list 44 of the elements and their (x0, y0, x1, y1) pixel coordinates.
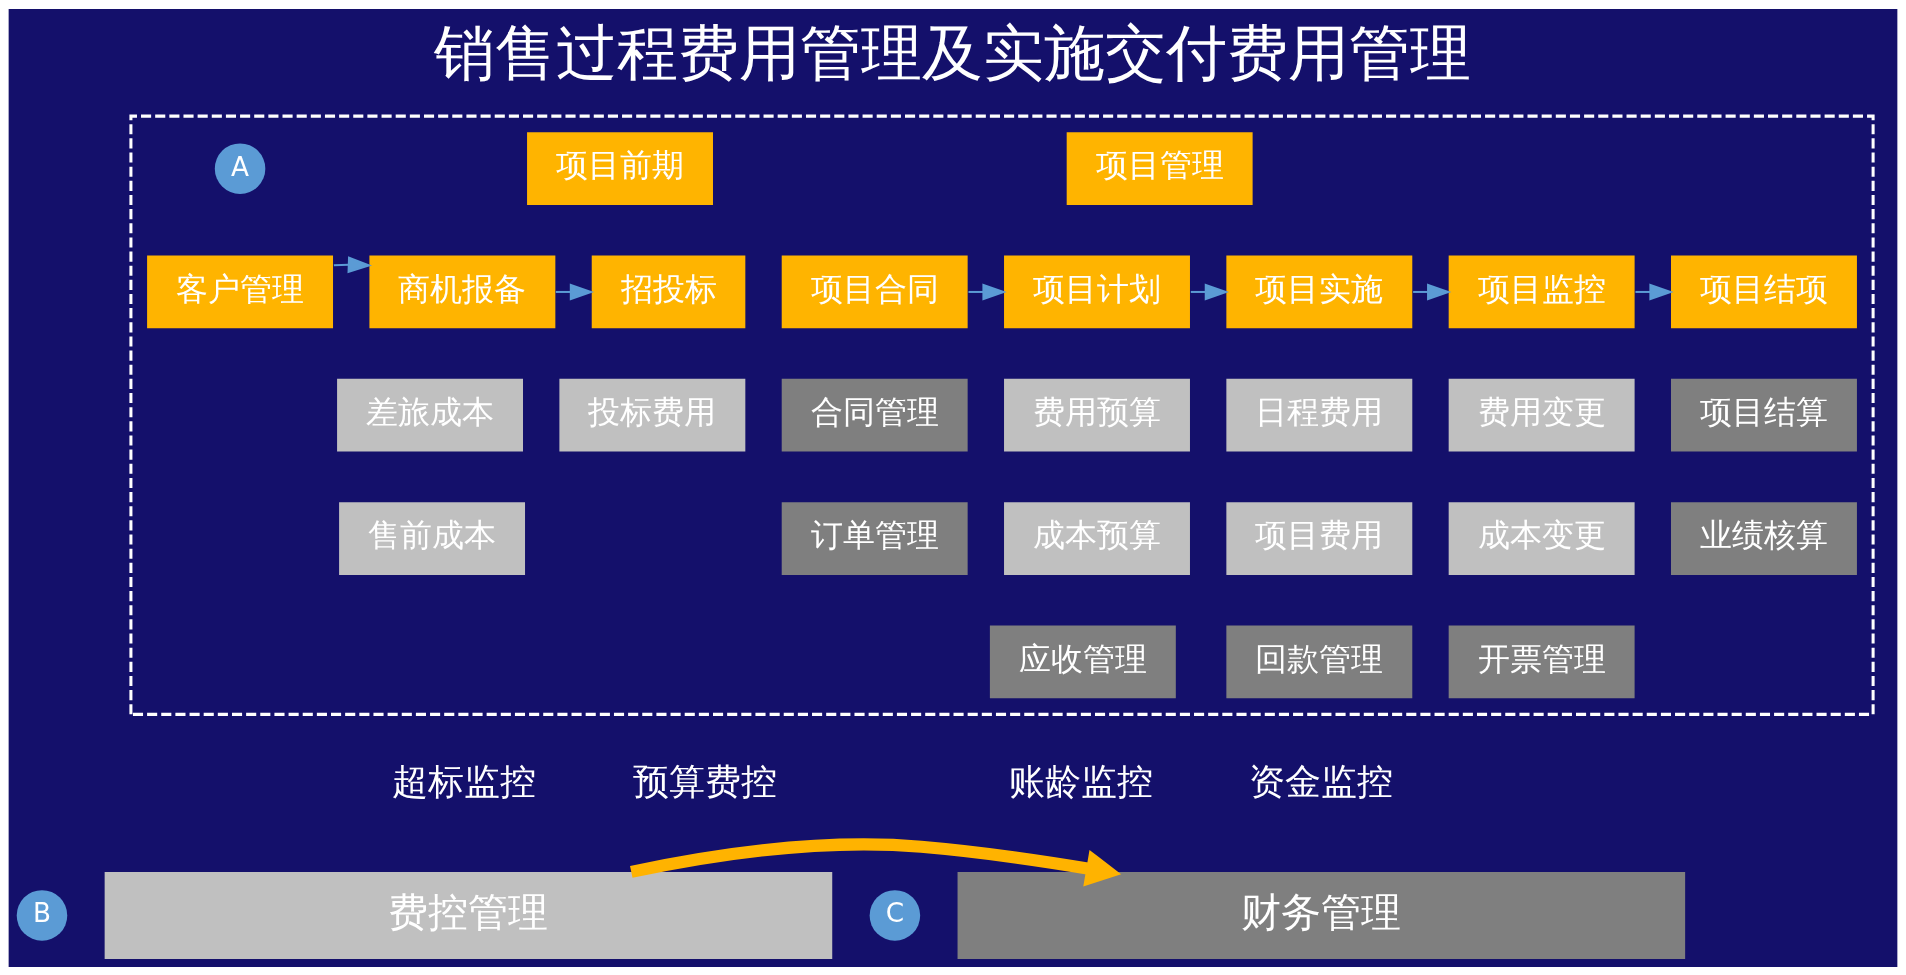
node-box: 投标费用 (559, 378, 746, 452)
arrow (968, 282, 1007, 300)
node-circle: C (869, 889, 921, 941)
node-box: 成本变更 (1448, 501, 1635, 575)
node-box: 财务管理 (957, 871, 1686, 959)
node-box: 回款管理 (1226, 624, 1413, 698)
label: 超标监控 (392, 759, 537, 803)
cluster (129, 114, 1875, 716)
node-box: 项目前期 (527, 131, 713, 205)
label: 账龄监控 (1008, 759, 1153, 803)
node-box: 售前成本 (339, 501, 526, 575)
node-box: 招投标 (591, 255, 746, 328)
node-box: 开票管理 (1448, 624, 1635, 698)
node-box: 项目监控 (1448, 255, 1635, 328)
node-circle: B (16, 889, 68, 941)
label: 预算费控 (632, 759, 777, 803)
node-box: 客户管理 (147, 255, 334, 328)
node-box: 日程费用 (1226, 378, 1413, 452)
node-box: 项目实施 (1226, 255, 1413, 328)
node-box: 费控管理 (104, 871, 833, 959)
node-box: 商机报备 (369, 255, 556, 328)
node-box: 项目结项 (1671, 255, 1857, 328)
node-box: 项目管理 (1066, 131, 1253, 205)
node-box: 项目结算 (1671, 378, 1857, 452)
diagram-title: 销售过程费用管理及实施交付费用管理 (434, 17, 1472, 88)
node-box: 项目合同 (781, 255, 968, 328)
node-box: 费用预算 (1004, 378, 1190, 452)
node-box: 业绩核算 (1671, 501, 1857, 575)
arrow (1413, 282, 1452, 300)
arrow (1635, 282, 1674, 300)
node-box: 项目费用 (1226, 501, 1413, 575)
node-box: 订单管理 (781, 501, 968, 575)
arrow (333, 255, 373, 273)
label: 资金监控 (1249, 759, 1394, 803)
node-box: 成本预算 (1004, 501, 1190, 575)
node-circle: A (214, 142, 266, 194)
node-box: 项目计划 (1004, 255, 1190, 328)
node-box: 差旅成本 (337, 378, 523, 452)
arrow (630, 837, 1122, 886)
node-box: 费用变更 (1448, 378, 1635, 452)
node-box: 应收管理 (989, 624, 1176, 698)
arrow (555, 282, 595, 300)
arrow (1190, 282, 1229, 300)
node-box: 合同管理 (781, 378, 968, 452)
